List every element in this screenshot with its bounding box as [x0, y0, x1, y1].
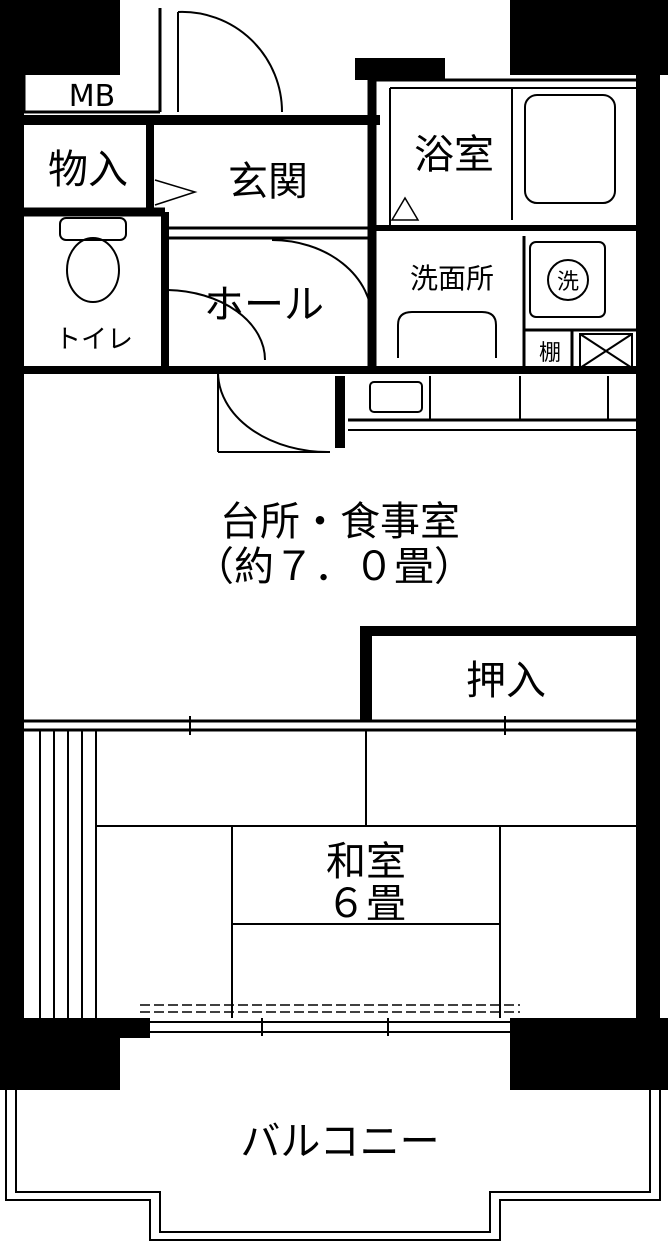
closet-label: 押入	[466, 658, 546, 704]
entrance-step-mark	[154, 179, 198, 206]
toilet-tank-icon	[59, 217, 127, 241]
bathtub-icon	[524, 94, 616, 204]
kitchen-name-label: 台所・食事室	[220, 499, 460, 545]
exterior-walls	[0, 0, 668, 1090]
tatami-mats	[39, 730, 636, 1018]
front-door-swing	[177, 10, 283, 113]
hall-label: ホール	[204, 282, 324, 328]
shelf-label: 棚	[539, 341, 561, 366]
mb-label: MB	[69, 79, 115, 114]
toilet-door-swing	[167, 289, 266, 361]
japanese-room-size-label: ６畳	[326, 881, 406, 927]
entrance-label: 玄関	[228, 159, 308, 205]
toilet-bowl-icon	[66, 237, 120, 303]
interior-walls	[22, 8, 636, 735]
balcony-outline	[5, 1090, 661, 1241]
hall-door-swing	[271, 239, 373, 321]
kitchen-size-label: （約７．０畳）	[194, 544, 474, 590]
kitchen-door-swing	[217, 371, 331, 454]
washer-label: 洗	[557, 270, 579, 295]
washer-pan-icon	[529, 241, 606, 318]
bath-label: 浴室	[414, 132, 494, 178]
kitchen-sink-icon	[369, 381, 423, 413]
japanese-room-name-label: 和室	[326, 839, 406, 885]
storage-label: 物入	[48, 147, 128, 193]
bath-step-mark	[390, 196, 420, 221]
balcony-window	[140, 1004, 520, 1036]
sink-icon	[397, 311, 497, 358]
shelf-cross-box	[579, 333, 633, 369]
washroom-label: 洗面所	[410, 262, 494, 295]
doors	[154, 10, 420, 454]
washer-icon	[547, 259, 589, 301]
balcony-label: バルコニー	[240, 1119, 439, 1165]
toilet-label: トイレ	[55, 325, 133, 355]
fixtures	[59, 94, 633, 413]
